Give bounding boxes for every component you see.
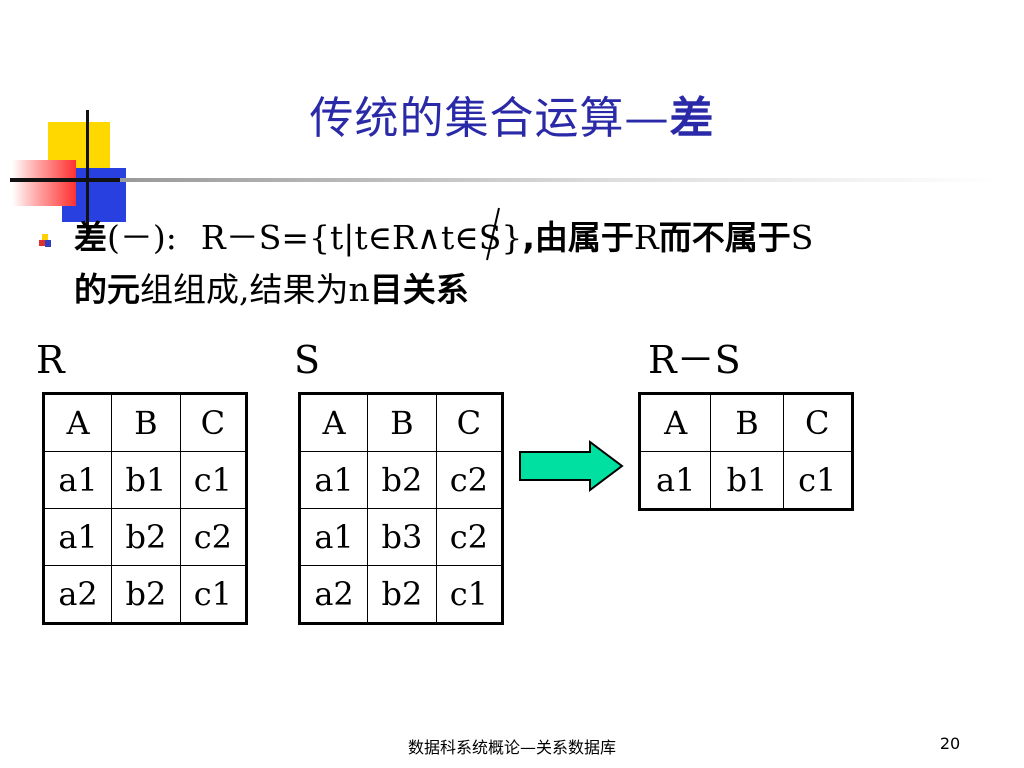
table-cell: c1 — [179, 451, 248, 509]
table-cell: a1 — [42, 451, 113, 509]
table-cell: c2 — [435, 508, 504, 566]
bullet-formula-negated: S — [478, 218, 502, 257]
table-row: a1 b1 c1 — [638, 451, 854, 510]
bullet-r: R — [633, 218, 659, 257]
title-bold: 差 — [669, 93, 715, 144]
bullet-desc1: ,由属于 — [522, 218, 634, 257]
table-cell: a2 — [42, 565, 113, 624]
negation-slash-icon — [485, 207, 500, 261]
table-cell: a1 — [42, 508, 113, 566]
header-cell: C — [435, 393, 504, 452]
bullet-n: n — [348, 270, 370, 309]
table-header-row: A B C — [638, 393, 854, 452]
table-cell: b3 — [367, 508, 437, 566]
page-number: 20 — [939, 734, 961, 753]
table-cell: b2 — [111, 565, 181, 624]
table-cell: b2 — [367, 565, 437, 624]
table-row: a1 b3 c2 — [298, 508, 504, 566]
table-header-row: A B C — [298, 393, 504, 452]
title-main: 传统的集合运算— — [309, 93, 670, 144]
decorative-vertical-line — [86, 110, 89, 234]
title-underline — [10, 178, 1000, 182]
bullet-s: S — [790, 218, 814, 257]
table-cell: b2 — [367, 451, 437, 509]
table-row: a2 b2 c1 — [42, 565, 248, 624]
footer-text: 数据科系统概论—关系数据库 — [407, 738, 616, 757]
table-cell: c1 — [435, 565, 504, 624]
header-cell: A — [638, 393, 712, 452]
bullet-icon — [39, 234, 51, 247]
bullet-formula-post: } — [501, 218, 523, 257]
bullet-line2-c: 目关系 — [369, 270, 469, 309]
table-cell: a1 — [298, 451, 369, 509]
table-cell: c1 — [179, 565, 248, 624]
slide-title: 传统的集合运算—差 — [0, 82, 1024, 146]
table-s: A B C a1 b2 c2 a1 b3 c2 a2 b2 c1 — [298, 392, 504, 625]
header-cell: B — [367, 393, 437, 452]
table-cell: c2 — [435, 451, 504, 509]
bullet-term: 差 — [74, 218, 107, 257]
table-r: A B C a1 b1 c1 a1 b2 c2 a2 b2 c1 — [42, 392, 248, 625]
table-row: a2 b2 c1 — [298, 565, 504, 624]
table-header-row: A B C — [42, 393, 248, 452]
table-cell: b2 — [111, 508, 181, 566]
header-cell: B — [710, 393, 784, 452]
header-cell: A — [298, 393, 369, 452]
header-cell: A — [42, 393, 113, 452]
table-cell: b1 — [710, 451, 784, 510]
bullet-line2-a: 的元 — [74, 270, 140, 309]
label-s: S — [294, 338, 321, 382]
table-cell: b1 — [111, 451, 181, 509]
right-arrow-icon — [519, 440, 624, 492]
label-result: R－S — [648, 338, 741, 382]
header-cell: C — [179, 393, 248, 452]
table-row: a1 b2 c2 — [298, 451, 504, 509]
bullet-desc2: 而不属于 — [658, 218, 791, 257]
table-row: a1 b2 c2 — [42, 508, 248, 566]
label-r: R — [36, 338, 65, 382]
decorative-red-gradient — [12, 160, 76, 206]
table-row: a1 b1 c1 — [42, 451, 248, 509]
bullet-line2-b: 组组成,结果为 — [140, 270, 349, 309]
header-cell: C — [782, 393, 854, 452]
bullet-formula-pre: R－S={t|t∈R∧t∈ — [200, 218, 479, 257]
table-cell: a1 — [298, 508, 369, 566]
table-cell: a1 — [638, 451, 712, 510]
table-cell: c2 — [179, 508, 248, 566]
table-result: A B C a1 b1 c1 — [638, 392, 854, 511]
table-cell: c1 — [782, 451, 854, 510]
table-cell: a2 — [298, 565, 369, 624]
bullet-symbol: (－): — [107, 218, 177, 257]
header-cell: B — [111, 393, 181, 452]
